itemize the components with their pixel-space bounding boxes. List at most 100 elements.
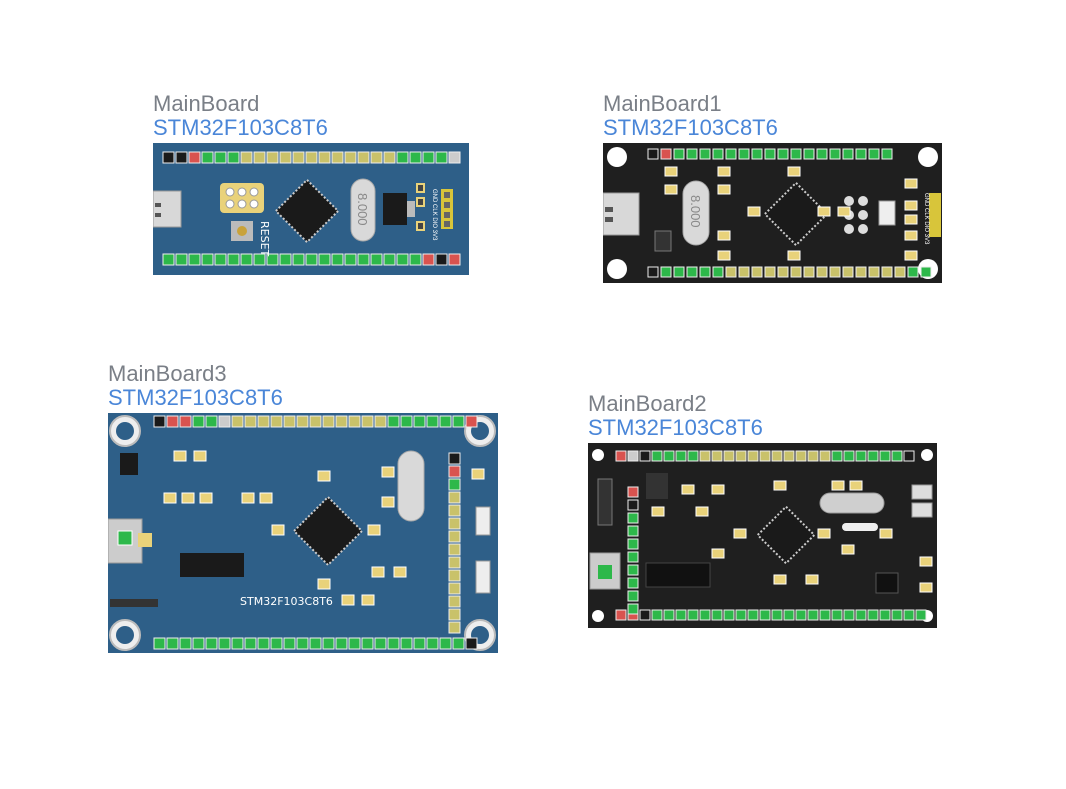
pcb-mainboard[interactable]: RESET 8.000 GND CLK DIO 3V3 (153, 143, 469, 275)
pin-pad[interactable] (240, 253, 253, 266)
pin-pad[interactable] (188, 253, 201, 266)
pin-pad[interactable] (891, 609, 903, 621)
pin-pad[interactable] (687, 609, 699, 621)
pin-pad[interactable] (240, 151, 253, 164)
pin-pad[interactable] (735, 609, 747, 621)
pin-pad[interactable] (894, 266, 906, 278)
pin-pad[interactable] (253, 253, 266, 266)
pin-pad[interactable] (175, 151, 188, 164)
pin-pad[interactable] (747, 450, 759, 462)
pin-pad[interactable] (214, 151, 227, 164)
pin-pad[interactable] (348, 415, 361, 428)
pin-pad[interactable] (257, 415, 270, 428)
pin-pad[interactable] (795, 609, 807, 621)
pin-pad[interactable] (231, 637, 244, 650)
pin-pad[interactable] (735, 450, 747, 462)
pin-pad[interactable] (855, 148, 867, 160)
pin-pad[interactable] (881, 266, 893, 278)
pin-pad[interactable] (231, 415, 244, 428)
pin-pad[interactable] (374, 415, 387, 428)
pin-pad[interactable] (843, 609, 855, 621)
pin-pad[interactable] (448, 151, 461, 164)
pin-pad[interactable] (803, 266, 815, 278)
pin-pad[interactable] (448, 582, 461, 595)
pin-pad[interactable] (843, 450, 855, 462)
pin-pad[interactable] (270, 637, 283, 650)
pin-pad[interactable] (738, 148, 750, 160)
pin-pad[interactable] (842, 148, 854, 160)
pin-pad[interactable] (465, 637, 478, 650)
pin-pad[interactable] (920, 266, 932, 278)
pin-pad[interactable] (448, 452, 461, 465)
pin-pad[interactable] (647, 266, 659, 278)
pin-pad[interactable] (651, 609, 663, 621)
pin-pad[interactable] (639, 609, 651, 621)
pin-pad[interactable] (783, 609, 795, 621)
pin-pad[interactable] (448, 595, 461, 608)
pin-pad[interactable] (790, 148, 802, 160)
pin-pad[interactable] (465, 415, 478, 428)
pin-pad[interactable] (370, 151, 383, 164)
pin-pad[interactable] (627, 603, 639, 615)
pin-pad[interactable] (687, 450, 699, 462)
pin-pad[interactable] (179, 415, 192, 428)
pin-pad[interactable] (357, 151, 370, 164)
pin-pad[interactable] (292, 151, 305, 164)
pin-pad[interactable] (867, 450, 879, 462)
pin-pad[interactable] (759, 450, 771, 462)
pin-pad[interactable] (387, 637, 400, 650)
pin-pad[interactable] (816, 266, 828, 278)
pin-pad[interactable] (422, 253, 435, 266)
pin-pad[interactable] (335, 637, 348, 650)
pin-pad[interactable] (331, 151, 344, 164)
pin-pad[interactable] (879, 609, 891, 621)
pin-pad[interactable] (448, 556, 461, 569)
pin-pad[interactable] (292, 253, 305, 266)
pin-pad[interactable] (244, 415, 257, 428)
pin-pad[interactable] (663, 609, 675, 621)
pin-pad[interactable] (448, 465, 461, 478)
pin-pad[interactable] (400, 637, 413, 650)
pin-pad[interactable] (218, 637, 231, 650)
pin-pad[interactable] (663, 450, 675, 462)
pin-pad[interactable] (660, 148, 672, 160)
pin-pad[interactable] (783, 450, 795, 462)
pin-pad[interactable] (318, 151, 331, 164)
pin-pad[interactable] (711, 450, 723, 462)
pin-pad[interactable] (322, 637, 335, 650)
pin-pad[interactable] (699, 266, 711, 278)
pin-pad[interactable] (627, 551, 639, 563)
pin-pad[interactable] (374, 637, 387, 650)
pin-pad[interactable] (448, 569, 461, 582)
pin-pad[interactable] (627, 499, 639, 511)
pin-pad[interactable] (615, 609, 627, 621)
pin-pad[interactable] (868, 266, 880, 278)
pin-pad[interactable] (627, 577, 639, 589)
pin-pad[interactable] (867, 609, 879, 621)
pin-pad[interactable] (439, 415, 452, 428)
pin-pad[interactable] (673, 148, 685, 160)
pin-pad[interactable] (435, 151, 448, 164)
pin-pad[interactable] (283, 415, 296, 428)
pin-pad[interactable] (829, 266, 841, 278)
pin-pad[interactable] (448, 608, 461, 621)
pcb-mainboard1[interactable]: 8.000 GND CLK DIO 3V3 (603, 143, 942, 283)
pin-pad[interactable] (357, 253, 370, 266)
pin-pad[interactable] (723, 609, 735, 621)
pin-pad[interactable] (627, 512, 639, 524)
pin-pad[interactable] (651, 450, 663, 462)
pin-pad[interactable] (439, 637, 452, 650)
pin-pad[interactable] (771, 609, 783, 621)
pin-pad[interactable] (790, 266, 802, 278)
pin-pad[interactable] (166, 637, 179, 650)
pin-pad[interactable] (192, 415, 205, 428)
pin-pad[interactable] (162, 151, 175, 164)
pcb-mainboard3[interactable]: STM32F103C8T6 (108, 413, 498, 653)
pin-pad[interactable] (699, 609, 711, 621)
pin-pad[interactable] (452, 637, 465, 650)
pin-pad[interactable] (214, 253, 227, 266)
pin-pad[interactable] (270, 415, 283, 428)
pin-pad[interactable] (201, 151, 214, 164)
pin-pad[interactable] (627, 538, 639, 550)
pin-pad[interactable] (764, 148, 776, 160)
